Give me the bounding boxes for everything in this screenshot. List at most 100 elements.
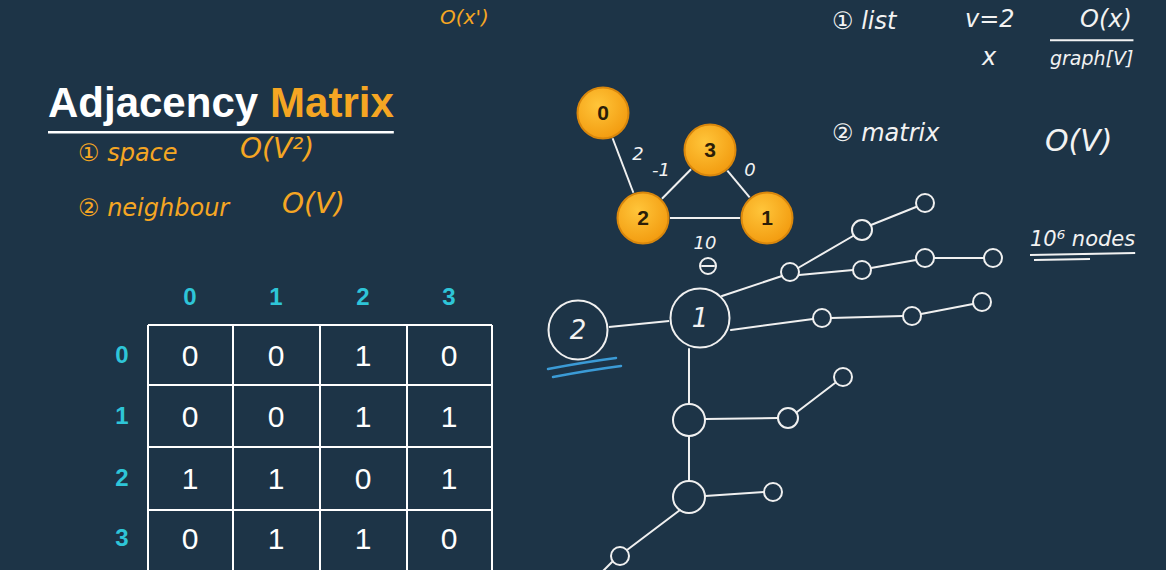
matrix-cell-box: 1 (355, 339, 372, 372)
matrix-grid (148, 325, 492, 570)
matrix-cell-box: 1 (268, 522, 285, 555)
hand-drawn-tree-part (834, 368, 852, 386)
vertex-label: 3 (704, 138, 716, 161)
vertex-circle (578, 88, 629, 139)
title-underline (48, 131, 394, 134)
vertex-label: 1 (761, 206, 773, 229)
edge-weight: 0 (742, 160, 757, 180)
axis-label: 2 (356, 284, 369, 310)
hand-drawn-tree-part (852, 220, 872, 240)
matrix-cell: 1 (268, 462, 285, 495)
complexity-note-box: O(V²) (240, 134, 314, 165)
vertex-label: 2 (570, 316, 587, 345)
matrix-cell: 0 (441, 339, 458, 372)
title-text-box: Adjacency (48, 80, 258, 126)
hand-drawn-tree-part (778, 408, 798, 428)
note-underline (1034, 259, 1090, 260)
hand-drawn-tree-part (853, 261, 871, 279)
hand-drawn-tree-part (797, 383, 835, 412)
axis-label: 0 (183, 284, 196, 310)
complexity-note-box: O(V) (282, 189, 345, 220)
hand-drawn-tree-part (602, 562, 612, 570)
axis-label-box: 2 (115, 465, 128, 491)
graph-vertex: 3 (683, 123, 737, 177)
matrix-cell-box: 0 (355, 462, 372, 495)
title-text: Matrix (270, 80, 394, 126)
vertex-label: 1 (692, 304, 709, 333)
hand-drawn-tree-part (831, 316, 903, 318)
vertex-label: 2 (637, 206, 649, 229)
matrix-cell-box: 0 (441, 522, 458, 555)
hand-drawn-tree-part (611, 547, 629, 565)
matrix-cell: 0 (182, 522, 199, 555)
matrix-cell-box: 0 (268, 400, 285, 433)
note-text: ① list (832, 8, 896, 34)
note-text: O(x) (1080, 6, 1132, 32)
matrix-cell: 0 (355, 462, 372, 495)
note-text: ② matrix (832, 120, 939, 146)
vertex-circle (549, 301, 608, 360)
note-text: O(x') (440, 6, 489, 28)
edge-weight-box: 0 (742, 160, 757, 180)
matrix-cell-box: 1 (268, 462, 285, 495)
hand-drawn-tree-part (903, 307, 921, 325)
edge-weight: 10 (692, 233, 719, 253)
hand-drawn-tree-part (871, 260, 916, 268)
note-text-box: O(x') (440, 6, 489, 28)
fraction-bar (1050, 39, 1133, 41)
matrix-cell: 0 (182, 400, 199, 433)
matrix-cell: 0 (268, 339, 285, 372)
axis-label-box: 0 (183, 284, 196, 310)
complexity-note: O(V²) (240, 134, 314, 165)
title-text: Adjacency (48, 80, 258, 126)
axis-label-box: 1 (269, 284, 282, 310)
hand-drawn-tree-part (781, 263, 799, 281)
graph-edge (670, 217, 740, 219)
hand-drawn-tree-part (871, 207, 916, 225)
title-text-box: Matrix (270, 80, 394, 126)
graph-vertex: 0 (576, 86, 630, 140)
matrix-cell: 1 (355, 339, 372, 372)
hand-drawn-tree-part (973, 293, 991, 311)
hand-drawn-tree-part (705, 492, 764, 496)
vertex-label: 0 (597, 101, 609, 124)
axis-label-box: 3 (442, 284, 455, 310)
hand-drawn-tree-part (673, 404, 705, 436)
vertex-circle (685, 125, 736, 176)
hand-drawn-tree-part (799, 270, 853, 275)
note-text: graph[V] (1050, 48, 1133, 69)
matrix-grid-part (148, 324, 492, 326)
graph-edge (609, 321, 669, 327)
graph-vertex: 1 (740, 191, 794, 245)
note-text: ① space (78, 140, 178, 166)
hand-drawn-tree-part (984, 249, 1002, 267)
edge-weight-box: 2 (630, 144, 645, 164)
vertex-circle (671, 289, 730, 348)
axis-label: 1 (115, 403, 128, 429)
matrix-cell-box: 1 (441, 462, 458, 495)
complexity-note: O(V) (1045, 124, 1113, 157)
matrix-cell: 0 (268, 400, 285, 433)
hand-drawn-tree (602, 194, 1002, 570)
note-text-box: ② neighbour (78, 195, 229, 221)
note-text: x (982, 44, 996, 70)
graph-vertex: 2 (616, 191, 670, 245)
complexity-note: O(V) (282, 189, 345, 220)
note-underline (1030, 253, 1135, 255)
note-text-box: 10⁶ nodes (1030, 228, 1135, 251)
hand-drawn-tree-part (688, 436, 690, 481)
hand-drawn-tree-part (764, 483, 782, 501)
matrix-grid-part (148, 384, 492, 386)
complexity-note-box: O(V) (1045, 124, 1113, 157)
axis-label-box: 1 (115, 403, 128, 429)
matrix-cell-box: 0 (441, 339, 458, 372)
note-text-box: v=2 (965, 6, 1015, 32)
matrix-grid-part (148, 446, 492, 448)
hand-drawn-tree-part (627, 510, 680, 550)
note-text-box: O(x) (1080, 6, 1132, 32)
axis-label: 2 (115, 465, 128, 491)
hand-drawn-tree-part (813, 309, 831, 327)
vertex-circle (618, 193, 669, 244)
hand-drawn-tree-part (673, 481, 705, 513)
edge-weight: 2 (630, 144, 645, 164)
